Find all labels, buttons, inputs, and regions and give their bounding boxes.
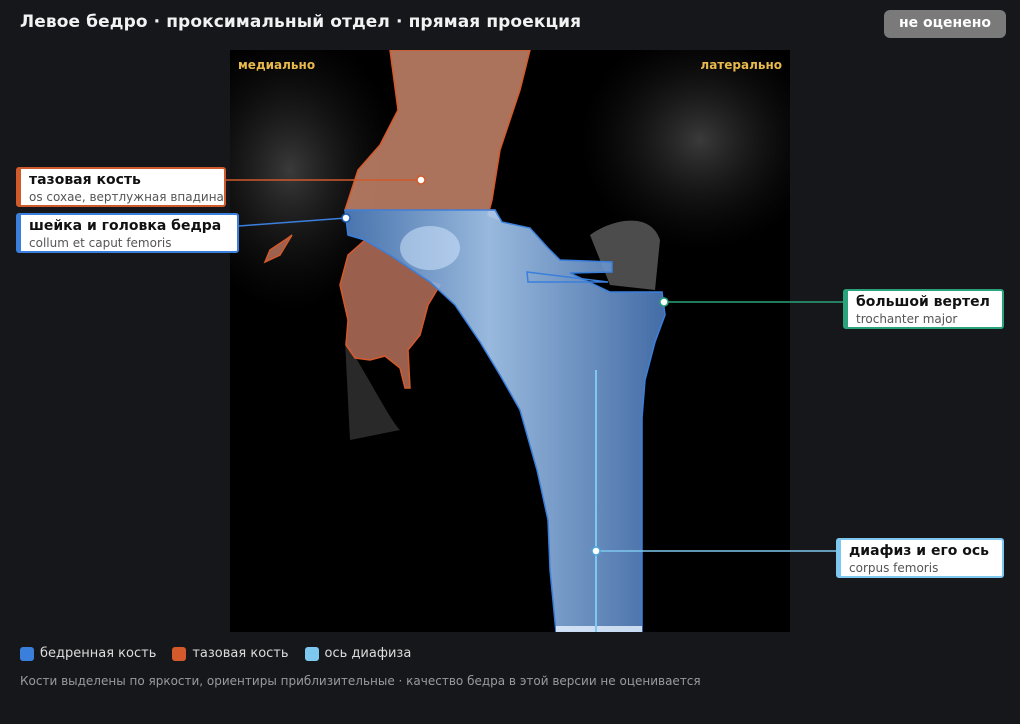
background-shadow <box>580 50 790 250</box>
shaft-label-subtitle: corpus femoris <box>849 561 939 575</box>
trochanter-label[interactable]: большой вертел trochanter major <box>843 289 1004 329</box>
shaft-label[interactable]: диафиз и его ось corpus femoris <box>836 538 1004 578</box>
femur-outline <box>526 271 609 283</box>
legend-label-shaft-axis: ось диафиза <box>324 646 412 661</box>
pelvis-label-title: тазовая кость <box>29 172 141 188</box>
pelvis-label-subtitle: os coxae, вертлужная впадина <box>29 190 224 204</box>
pelvis-label[interactable]: тазовая кость os coxae, вертлужная впади… <box>16 167 226 207</box>
legend-item-femur: бедренная кость <box>20 646 156 661</box>
legend-swatch-shaft-axis <box>304 646 319 661</box>
neck-label-title: шейка и головка бедра <box>29 218 222 234</box>
legend-item-pelvis: тазовая кость <box>172 646 289 661</box>
femur-region <box>344 209 666 632</box>
page-title: Левое бедро · проксимальный отдел · прям… <box>20 12 582 32</box>
neck-label-subtitle: collum et caput femoris <box>29 236 172 250</box>
xray-image: медиально латерально <box>230 50 790 632</box>
legend-swatch-pelvis <box>172 646 187 661</box>
shaft-label-title: диафиз и его ось <box>849 543 990 559</box>
orientation-label-medial: медиально <box>238 58 315 72</box>
legend-label-femur: бедренная кость <box>40 646 157 661</box>
background-shadow <box>345 340 400 440</box>
neck-label[interactable]: шейка и головка бедра collum et caput fe… <box>16 213 239 253</box>
femoral-head-highlight <box>400 226 460 270</box>
footnote: Кости выделены по яркости, ориентиры при… <box>20 674 701 688</box>
xray-viewer: медиально латерально <box>230 50 790 632</box>
trochanter-label-subtitle: trochanter major <box>856 312 958 326</box>
legend-swatch-femur <box>20 646 34 661</box>
legend-item-shaft-axis: ось диафиза <box>304 646 412 661</box>
orientation-label-lateral: латерально <box>700 58 782 72</box>
shaft-base-highlight <box>556 626 642 632</box>
status-badge[interactable]: не оценено <box>884 10 1006 38</box>
pelvis-region <box>263 234 293 264</box>
legend-label-pelvis: тазовая кость <box>192 646 289 661</box>
trochanter-label-title: большой вертел <box>856 294 990 310</box>
legend: бедренная кость тазовая кость ось диафиз… <box>20 646 427 661</box>
